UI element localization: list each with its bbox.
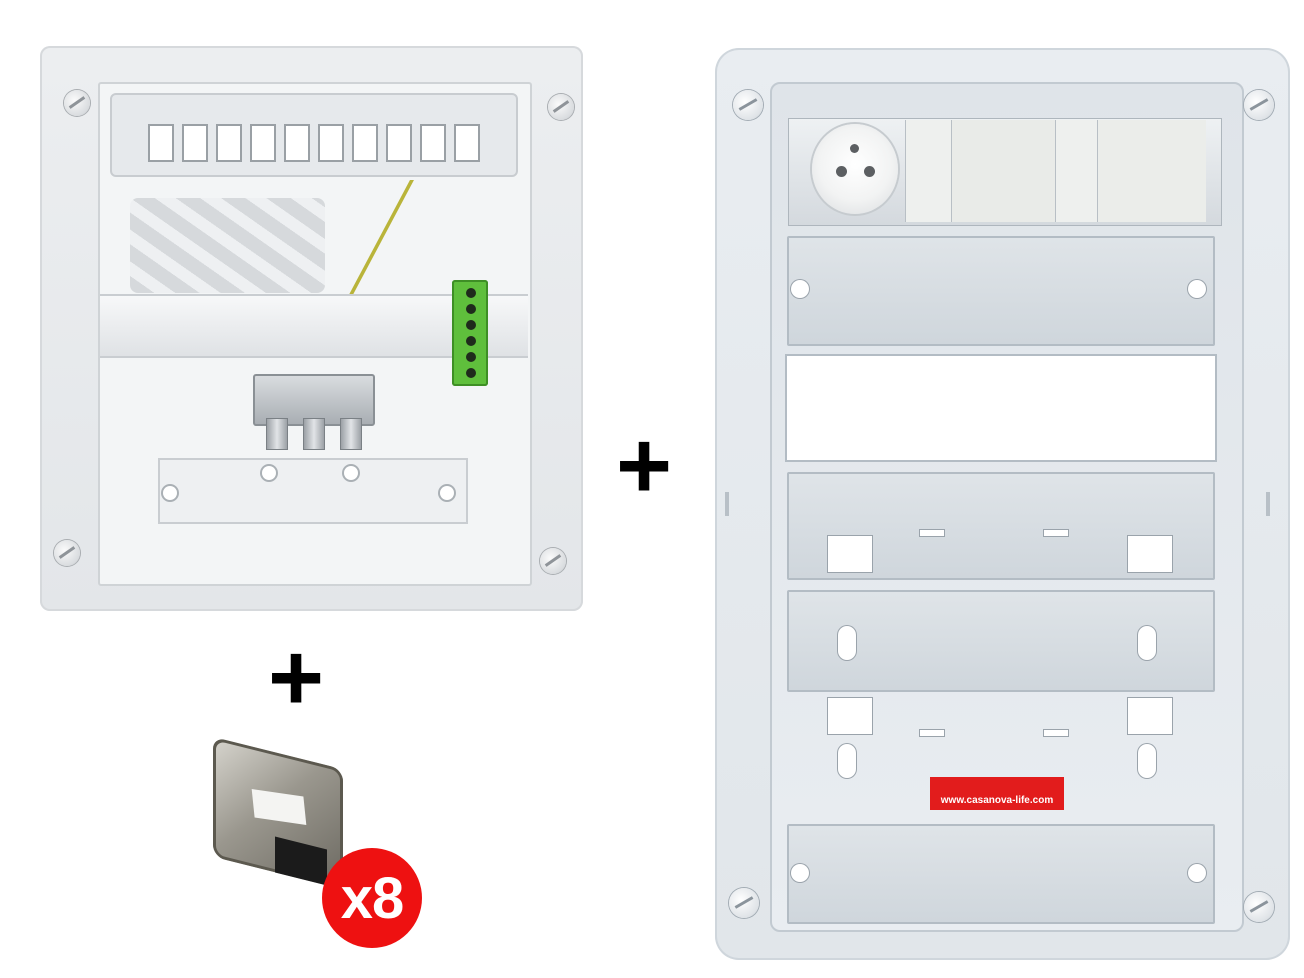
blank-cover-plate: [787, 824, 1215, 924]
terminal-screw-icon: [466, 368, 476, 378]
plus-icon: +: [268, 624, 325, 731]
coax-connector: [266, 418, 288, 450]
mounting-hole: [440, 486, 454, 500]
keystone-port: [386, 124, 412, 162]
screw-icon: [1244, 892, 1274, 922]
quantity-badge: x8: [322, 848, 422, 948]
terminal-screw-icon: [466, 304, 476, 314]
terminal-screw-icon: [466, 336, 476, 346]
screw-icon: [64, 90, 90, 116]
coax-connector: [340, 418, 362, 450]
power-socket-icon: [812, 124, 898, 214]
terminal-screw-icon: [466, 320, 476, 330]
screw-icon: [1244, 90, 1274, 120]
loose-rj45-plugs: [130, 198, 325, 293]
mounting-hole: [1188, 864, 1206, 882]
mounting-hole: [163, 486, 177, 500]
blank-cover-plate: [787, 236, 1215, 346]
mounting-hole: [344, 466, 358, 480]
keystone-port: [250, 124, 276, 162]
keystone-port: [148, 124, 174, 162]
mounting-hole: [262, 466, 276, 480]
rail-notch: [828, 698, 872, 734]
keystone-port: [454, 124, 480, 162]
keystone-port: [420, 124, 446, 162]
keystone-port: [318, 124, 344, 162]
mounting-slot: [838, 626, 856, 660]
slot-dash: [1044, 730, 1068, 736]
blank-module: [1097, 120, 1206, 222]
socket-pin: [836, 166, 847, 177]
keystone-port: [216, 124, 242, 162]
blank-module: [951, 120, 1056, 222]
keystone-port: [284, 124, 310, 162]
coax-connector: [303, 418, 325, 450]
lower-mounting-plate: [158, 458, 468, 524]
screw-icon: [540, 548, 566, 574]
blank-module: [1055, 120, 1098, 222]
mounting-slot: [1138, 626, 1156, 660]
screw-icon: [733, 90, 763, 120]
blank-module: [905, 120, 952, 222]
keystone-port: [182, 124, 208, 162]
slot-dash: [920, 530, 944, 536]
earth-pin: [850, 144, 859, 153]
mounting-hole: [791, 280, 809, 298]
slot-dash: [920, 730, 944, 736]
slot-dash: [1044, 530, 1068, 536]
plus-icon: +: [616, 412, 673, 519]
terminal-screw-icon: [466, 288, 476, 298]
mounting-hole: [1188, 280, 1206, 298]
open-module-slot: [785, 354, 1217, 462]
mounting-hole: [791, 864, 809, 882]
tv-splitter: [253, 374, 375, 426]
rail-notch: [828, 536, 872, 572]
screw-icon: [548, 94, 574, 120]
brand-sticker: www.casanova-life.com: [930, 777, 1064, 810]
screw-icon: [729, 888, 759, 918]
rail-notch: [1128, 536, 1172, 572]
rail-notch: [1128, 698, 1172, 734]
mounting-slot: [838, 744, 856, 778]
ground-terminal-block: [452, 280, 488, 386]
side-tab: [1266, 492, 1270, 516]
socket-pin: [864, 166, 875, 177]
patch-panel-strip: [110, 93, 518, 177]
side-tab: [725, 492, 729, 516]
keystone-port: [352, 124, 378, 162]
terminal-screw-icon: [466, 352, 476, 362]
mounting-slot: [1138, 744, 1156, 778]
screw-icon: [54, 540, 80, 566]
